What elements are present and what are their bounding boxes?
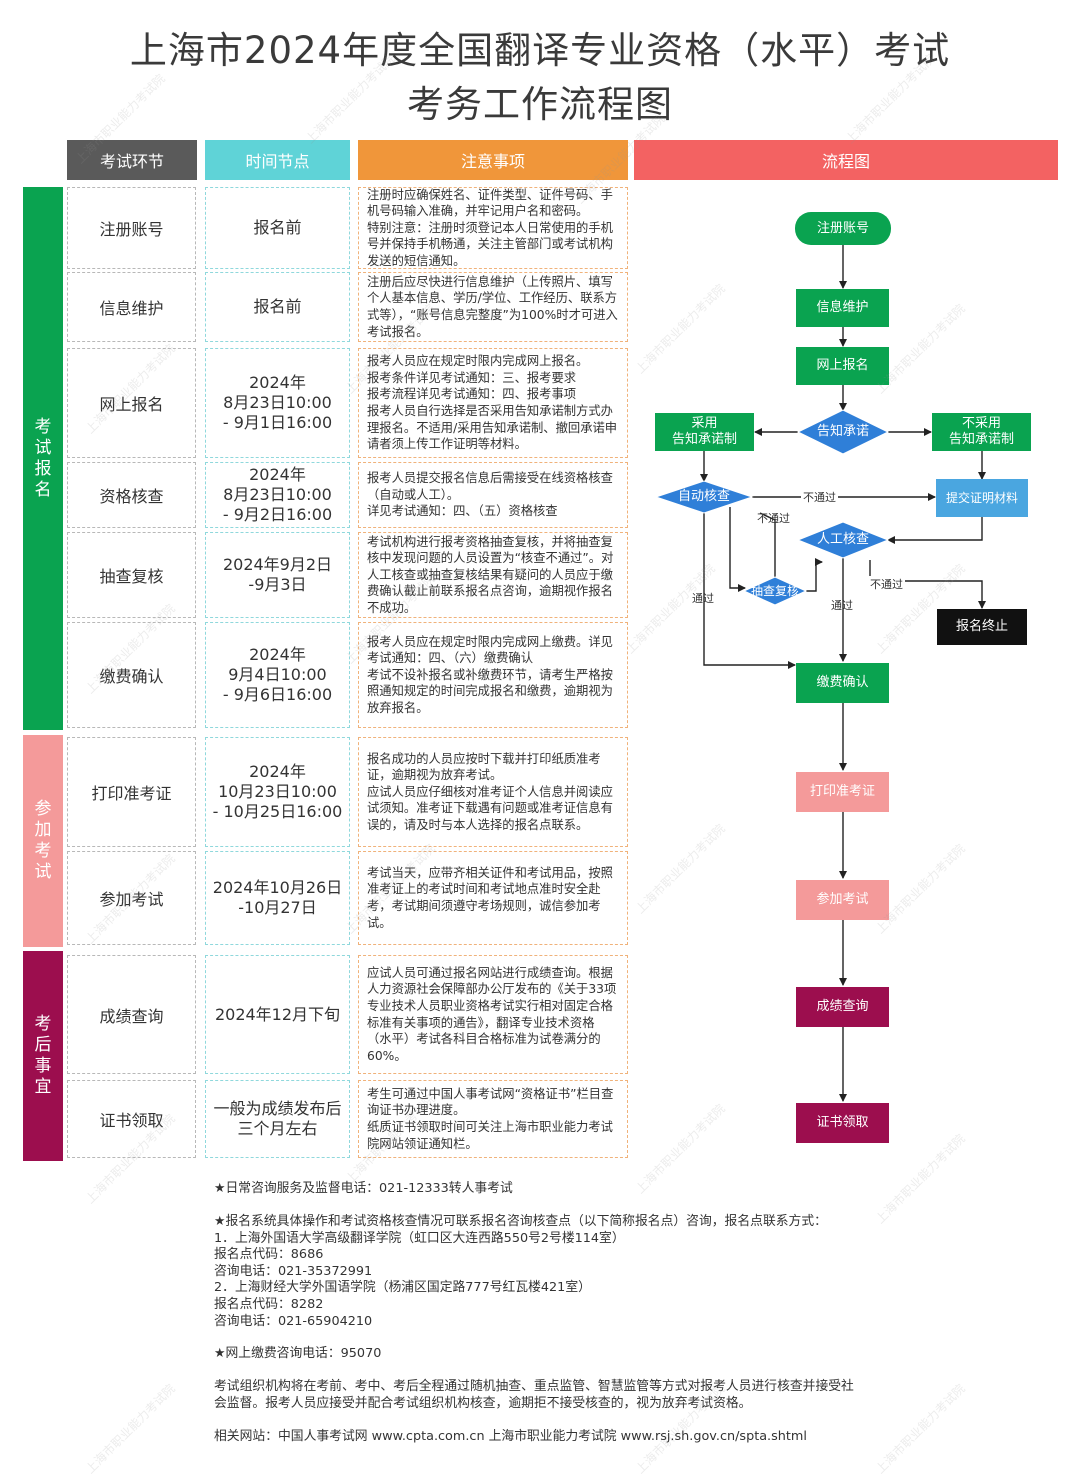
label-fail-auto: 不通过: [801, 489, 838, 505]
header-stage: 考试环节: [67, 140, 197, 180]
row-time: 一般为成绩发布后 三个月左右: [205, 1080, 350, 1158]
stage-after: 考 后 事 宜: [23, 951, 63, 1161]
row-notes: 考试当天，应带齐相关证件和考试用品，按照准考证上的考试时间和考试地点准时安全赴考…: [358, 851, 628, 945]
row-step-name: 参加考试: [67, 851, 196, 945]
row-step-name: 成绩查询: [67, 955, 196, 1074]
header-notes: 注意事项: [358, 140, 628, 180]
node-score: 成绩查询: [796, 987, 889, 1027]
row-time: 2024年9月2日 -9月3日: [205, 532, 350, 618]
node-promise-label: 告知承诺: [816, 424, 869, 439]
node-submit: 提交证明材料: [936, 479, 1028, 517]
row-time: 2024年 8月23日10:00 - 9月2日16:00: [205, 462, 350, 528]
row-notes: 注册时应确保姓名、证件类型、证件号码、手机号码输入准确，并牢记用户名和密码。 特…: [358, 187, 628, 269]
row-step-name: 注册账号: [67, 187, 196, 269]
row-step-name: 网上报名: [67, 348, 196, 458]
row-time: 2024年12月下旬: [205, 955, 350, 1074]
label-pass-manual: 通过: [831, 599, 853, 612]
node-info: 信息维护: [796, 289, 889, 327]
footer-hotline: ★日常咨询服务及监督电话：021-12333转人事考试: [214, 1181, 513, 1196]
row-notes: 报考人员应在规定时限内完成网上报名。 报考条件详见考试通知：三、报考要求 报考流…: [358, 348, 628, 458]
edge-spot-manual: [806, 558, 823, 592]
row-time: 2024年 10月23日10:00 - 10月25日16:00: [205, 737, 350, 847]
node-auto-label: 自动核查: [677, 489, 730, 504]
page-subtitle: 考务工作流程图: [407, 83, 673, 126]
node-promise-diamond: [796, 409, 890, 455]
row-step-name: 抽查复核: [67, 532, 196, 618]
node-manual-diamond: [796, 521, 890, 559]
row-notes: 报名成功的人员应按时下载并打印纸质准考证，逾期视为放弃考试。 应试人员应仔细核对…: [358, 737, 628, 847]
node-adopt: 采用 告知承诺制: [655, 413, 754, 451]
label-fail-spot: 不通过: [757, 512, 790, 525]
stage-registration: 考 试 报 名: [23, 187, 63, 730]
row-notes: 考试机构进行报考资格抽查复核，并将抽查复核中发现问题的人员设置为“核查不通过”。…: [358, 532, 628, 618]
label-pass-auto: 通过: [692, 592, 714, 605]
edge-auto-fail-spot: [759, 512, 776, 578]
edge-manual-fail: [869, 560, 986, 609]
header-flow: 流程图: [634, 140, 1058, 180]
node-print: 打印准考证: [796, 772, 889, 812]
edge-auto-spot: [729, 507, 746, 592]
edge-auto-pass: [703, 513, 796, 669]
row-time: 2024年 8月23日10:00 - 9月1日16:00: [205, 348, 350, 458]
node-pay: 缴费确认: [796, 663, 889, 703]
row-step-name: 证书领取: [67, 1080, 196, 1158]
node-spot-label: 抽查复核: [750, 584, 799, 598]
row-notes: 考生可通过中国人事考试网“资格证书”栏目查询证书办理进度。 纸质证书领取时间可关…: [358, 1080, 628, 1158]
header-time: 时间节点: [205, 140, 350, 180]
row-time: 报名前: [205, 187, 350, 269]
row-step-name: 资格核查: [67, 462, 196, 528]
row-time: 2024年10月26日 -10月27日: [205, 851, 350, 945]
row-notes: 报考人员提交报名信息后需接受在线资格核查（自动或人工）。 详见考试通知：四、（五…: [358, 462, 628, 528]
stage-exam: 参 加 考 试: [23, 735, 63, 947]
node-spot-diamond: [742, 576, 808, 606]
node-notadopt: 不采用 告知承诺制: [932, 413, 1031, 451]
footer-supervision: 考试组织机构将在考前、考中、考后全程通过随机抽查、重点监管、智慧监管等方式对报考…: [214, 1379, 854, 1411]
node-register: 注册账号: [795, 212, 891, 245]
node-manual-label: 人工核查: [816, 532, 869, 547]
node-terminate: 报名终止: [937, 609, 1027, 645]
label-fail-manual: 不通过: [868, 576, 905, 592]
row-step-name: 缴费确认: [67, 622, 196, 728]
node-apply: 网上报名: [796, 347, 889, 385]
row-step-name: 打印准考证: [67, 737, 196, 847]
edge-submit-manual: [887, 517, 983, 544]
row-time: 报名前: [205, 272, 350, 342]
footer-links: 相关网站：中国人事考试网 www.cpta.com.cn 上海市职业能力考试院 …: [214, 1429, 807, 1444]
row-notes: 注册后应尽快进行信息维护（上传照片、填写个人基本信息、学历/学位、工作经历、联系…: [358, 272, 628, 342]
row-time: 2024年 9月4日10:00 - 9月6日16:00: [205, 622, 350, 728]
footer-payment: ★网上缴费咨询电话：95070: [214, 1346, 382, 1361]
row-step-name: 信息维护: [67, 272, 196, 342]
page-title: 上海市2024年度全国翻译专业资格（水平）考试: [129, 29, 951, 72]
row-notes: 应试人员可通过报名网站进行成绩查询。根据人力资源社会保障部办公厅发布的《关于33…: [358, 955, 628, 1074]
node-auto-diamond: [654, 480, 754, 514]
footer-sites: ★报名系统具体操作和考试资格核查情况可联系报名咨询核查点（以下简称报名点）咨询，…: [214, 1214, 827, 1329]
row-notes: 报考人员应在规定时限内完成网上缴费。详见考试通知：四、（六）缴费确认 考试不设补…: [358, 622, 628, 728]
node-cert: 证书领取: [796, 1103, 889, 1143]
node-exam: 参加考试: [796, 880, 889, 920]
